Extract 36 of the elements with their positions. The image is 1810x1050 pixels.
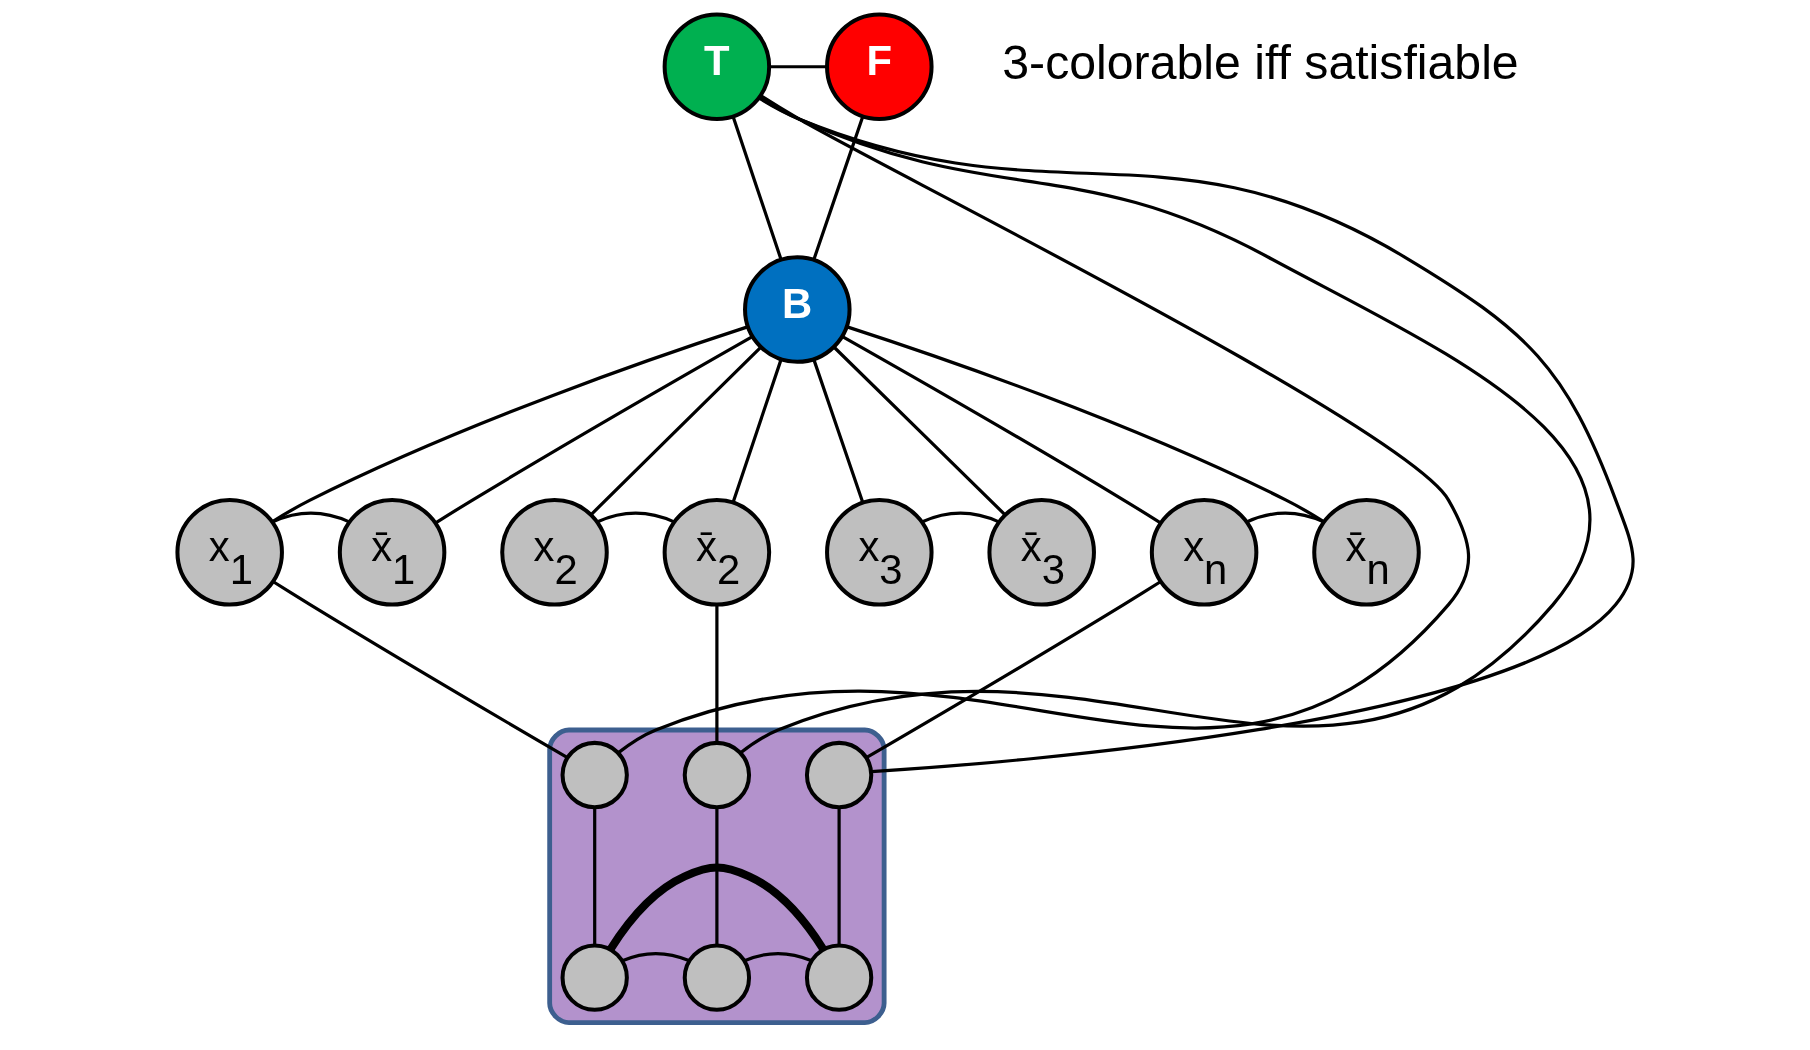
connector xyxy=(769,65,827,69)
connector xyxy=(592,807,596,945)
connector xyxy=(841,335,1161,525)
connector xyxy=(714,604,718,743)
connector xyxy=(731,359,783,503)
node-circle xyxy=(804,943,873,1012)
connector xyxy=(865,580,1161,759)
connector xyxy=(621,951,689,963)
node-circle: B xyxy=(742,255,852,364)
connector xyxy=(606,863,827,952)
connector xyxy=(616,94,1469,755)
connector xyxy=(731,116,783,261)
label: 3-colorable iff satisfiable xyxy=(1001,34,1519,89)
connector xyxy=(837,807,841,945)
connector xyxy=(811,116,864,261)
connector xyxy=(270,325,748,524)
connector xyxy=(271,511,350,524)
connector xyxy=(272,580,568,759)
cluster xyxy=(546,727,887,1026)
connector xyxy=(714,807,718,945)
connector xyxy=(589,346,762,516)
connector xyxy=(921,511,999,524)
node-circle: T xyxy=(662,12,771,121)
node-circle xyxy=(804,740,873,810)
node-circle xyxy=(560,740,629,810)
node-circle xyxy=(682,943,751,1012)
node-circle xyxy=(560,943,629,1012)
connector xyxy=(832,345,1006,516)
node-circle xyxy=(682,740,751,810)
node-circle: F xyxy=(824,12,934,121)
connector xyxy=(811,359,864,504)
connector xyxy=(434,335,753,525)
connector xyxy=(743,951,812,963)
connector xyxy=(596,511,675,524)
connector xyxy=(846,325,1325,524)
connector xyxy=(1246,511,1324,524)
